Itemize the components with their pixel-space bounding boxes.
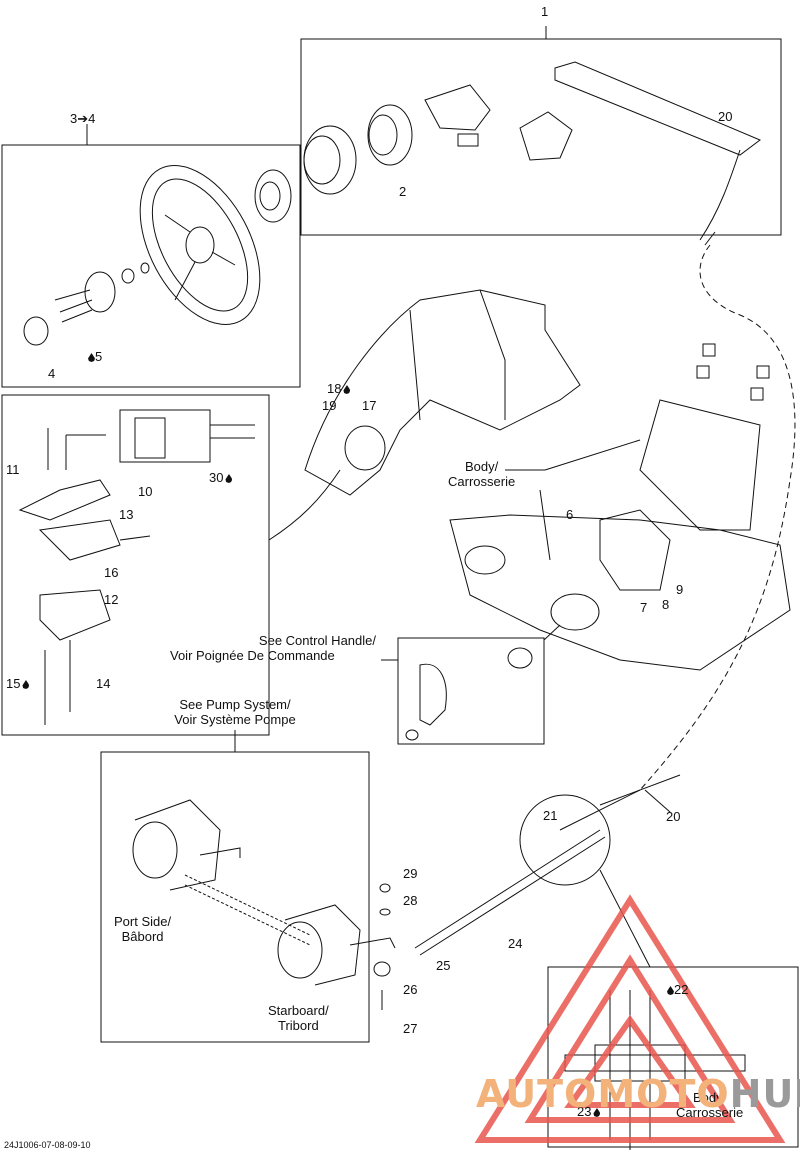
callout-20-bottom: 20	[666, 809, 681, 824]
callout-20-top: 20	[718, 109, 733, 124]
callout-4: 4	[48, 366, 56, 381]
callout-11: 11	[6, 462, 20, 477]
body-label-top: Body/Carrosserie	[448, 459, 516, 489]
control-handle-box	[397, 637, 545, 745]
drop-icon	[225, 474, 233, 483]
callout-21: 21	[543, 808, 558, 823]
drop-icon	[343, 385, 351, 394]
magnify-circle	[519, 794, 611, 886]
callout-13: 13	[119, 507, 134, 522]
callout-24: 24	[508, 936, 523, 951]
drop-icon	[593, 1108, 601, 1117]
callout-8: 8	[662, 597, 670, 612]
arrow-icon: ➔	[77, 111, 89, 126]
starboard-label: Starboard/Tribord	[268, 1003, 329, 1033]
body-shell-lower	[449, 514, 791, 671]
body-shell-upper	[304, 289, 581, 496]
callout-14: 14	[96, 676, 111, 691]
callout-17: 17	[362, 398, 377, 413]
callout-27: 27	[403, 1021, 418, 1036]
figure-code: 24J1006-07-08-09-10	[4, 1140, 91, 1150]
callout-9: 9	[676, 582, 684, 597]
callout-16: 16	[104, 565, 119, 580]
body-label-detail: Body/Carrosserie	[676, 1090, 744, 1120]
assembly-box-3-4	[1, 144, 301, 388]
assembly-box-sensor	[1, 394, 270, 736]
pump-system-ref: See Pump System/Voir Système Pompe	[174, 697, 296, 727]
assembly-box-1	[300, 38, 782, 236]
callout-23: 23	[577, 1104, 601, 1119]
drop-icon	[22, 680, 30, 689]
pump-system-box	[100, 751, 370, 1043]
callout-3-4: 3➔4	[70, 111, 95, 126]
callout-30: 30	[209, 470, 233, 485]
callout-26: 26	[403, 982, 418, 997]
port-side-label: Port Side/Bâbord	[114, 914, 172, 944]
callout-22: 22	[665, 982, 688, 997]
callout-4-ref: 4	[88, 111, 96, 126]
callout-25: 25	[436, 958, 451, 973]
callout-3: 3	[70, 111, 78, 126]
callout-29: 29	[403, 866, 418, 881]
callout-19: 19	[322, 398, 337, 413]
callout-28: 28	[403, 893, 418, 908]
callout-18: 18	[327, 381, 351, 396]
callout-2: 2	[399, 184, 407, 199]
callout-6: 6	[566, 507, 574, 522]
body-shell-right	[639, 399, 761, 531]
callout-1: 1	[541, 4, 549, 19]
steering-wheel-drawing	[139, 165, 261, 325]
watermark-logo	[474, 894, 786, 1143]
control-handle-ref-fr: Voir Poignée De Commande	[170, 648, 335, 663]
callout-5: 5	[86, 349, 102, 364]
drop-icon	[88, 353, 95, 362]
callout-10: 10	[138, 484, 153, 499]
watermark-text: AUTOMOTOHUB	[476, 1072, 800, 1116]
drop-icon	[667, 986, 674, 995]
callout-7: 7	[640, 600, 648, 615]
callout-12: 12	[104, 592, 119, 607]
control-handle-ref: See Control Handle/	[258, 633, 376, 648]
callout-15: 15	[6, 676, 30, 691]
